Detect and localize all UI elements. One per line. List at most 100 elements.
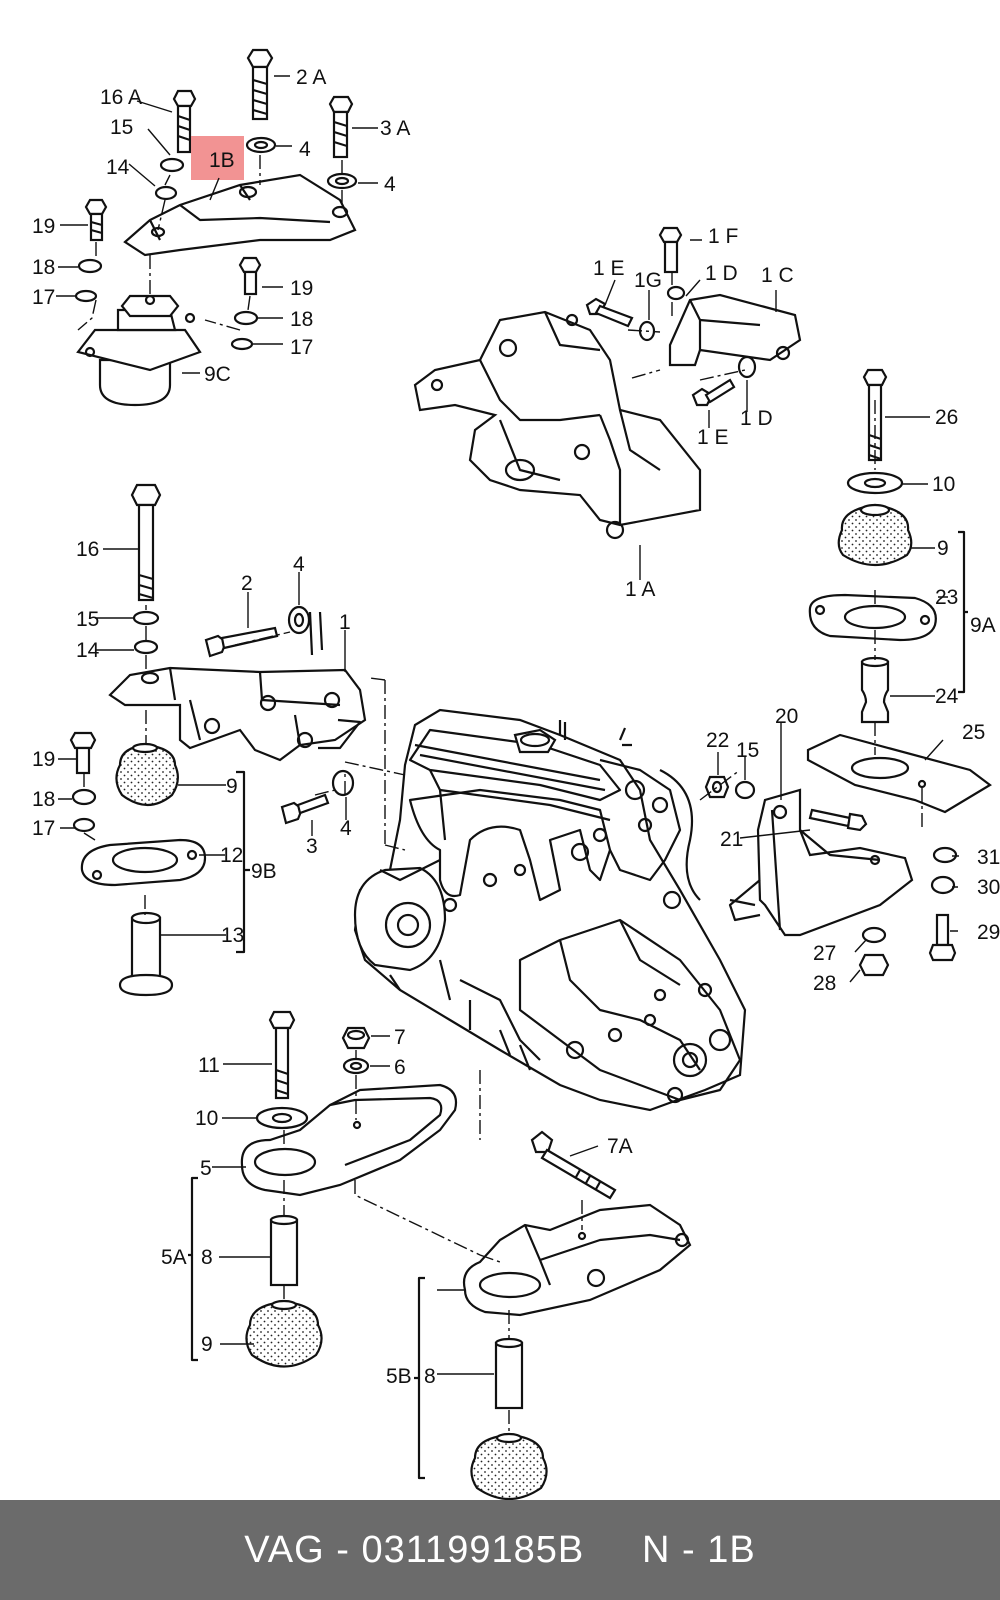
bolt-19-mid <box>69 731 97 775</box>
top-left-assembly <box>74 48 358 407</box>
engine-gearbox-assembly <box>344 708 747 1112</box>
sleeve-13 <box>118 911 174 997</box>
bracket-1a-assembly <box>413 226 802 540</box>
mount-plate-23 <box>808 593 937 642</box>
bracket-1a <box>413 310 702 527</box>
bracket-5b <box>462 1203 692 1317</box>
label-4-lower: 4 <box>340 817 352 840</box>
washer-17-right <box>230 337 254 351</box>
label-19-top-left: 19 <box>32 215 55 238</box>
bracket-1c <box>668 293 802 367</box>
bolt-3a <box>328 95 354 159</box>
lock-washer-18-left <box>77 258 103 274</box>
washer-10-bottom <box>255 1106 309 1130</box>
label-13: 13 <box>221 924 244 947</box>
bolt-21 <box>808 808 868 832</box>
label-1f: 1 F <box>708 225 738 248</box>
washer-6 <box>342 1057 370 1075</box>
washer-17-mid <box>72 817 96 833</box>
label-17-top-left: 17 <box>32 286 55 309</box>
label-5b: 5B <box>386 1365 412 1388</box>
label-12: 12 <box>220 844 243 867</box>
label-28: 28 <box>813 972 836 995</box>
label-7a: 7A <box>607 1135 633 1158</box>
label-15-mid: 15 <box>76 608 99 631</box>
label-27: 27 <box>813 942 836 965</box>
label-18-top-left: 18 <box>32 256 55 279</box>
label-10-bottom: 10 <box>195 1107 218 1130</box>
label-1d-lower: 1 D <box>740 407 773 430</box>
label-20: 20 <box>775 705 798 728</box>
label-15-top: 15 <box>110 116 133 139</box>
lock-washer-18-right <box>233 310 259 326</box>
bolt-19-right <box>238 256 262 296</box>
label-9a: 9A <box>970 614 996 637</box>
label-24: 24 <box>935 685 959 708</box>
highlight-box-1b <box>191 136 244 180</box>
mount-9a-assembly <box>704 368 992 977</box>
label-1c: 1 C <box>761 264 794 287</box>
label-14-top: 14 <box>106 156 130 179</box>
bolt-1f <box>658 226 683 274</box>
label-9-mid: 9 <box>226 775 238 798</box>
washer-1d-lower <box>737 355 757 379</box>
label-1b: 1B <box>209 149 235 172</box>
label-19-mid: 19 <box>32 748 55 771</box>
bracket-5 <box>240 1083 458 1197</box>
mount-5b-assembly <box>414 1070 692 1500</box>
lock-washer-15-right <box>734 780 756 800</box>
label-15-right: 15 <box>736 739 759 762</box>
label-18-mid: 18 <box>32 788 55 811</box>
label-4-top: 4 <box>299 138 311 161</box>
label-31: 31 <box>977 846 1000 869</box>
label-8-right: 8 <box>424 1365 436 1388</box>
nut-7 <box>341 1026 371 1050</box>
label-3: 3 <box>306 835 318 858</box>
label-23: 23 <box>935 586 958 609</box>
lock-washer-18-mid <box>71 788 97 806</box>
label-1d-upper: 1 D <box>705 262 738 285</box>
label-9b: 9B <box>251 860 277 883</box>
label-9-right: 9 <box>937 537 949 560</box>
washer-4-upper <box>245 136 277 154</box>
label-10-right: 10 <box>932 473 955 496</box>
bolt-7a <box>530 1130 617 1200</box>
rubber-mount-9-left <box>115 743 179 807</box>
lock-washer-15 <box>159 157 185 173</box>
mount-plate-12 <box>80 838 207 887</box>
label-19-top-right: 19 <box>290 277 313 300</box>
label-1a: 1 A <box>625 578 655 601</box>
part-number-text: VAG - 031199185B N - 1B <box>244 1528 756 1571</box>
lock-washer-30 <box>930 875 956 895</box>
bolt-16 <box>130 483 162 602</box>
bracket-1b <box>123 173 357 257</box>
label-9-bottom-left: 9 <box>201 1333 213 1356</box>
washer-1d-upper <box>666 285 686 301</box>
bracket-20 <box>756 788 914 937</box>
leader-lines <box>56 75 959 1375</box>
bolt-1e-lower <box>691 378 736 407</box>
label-18-top-right: 18 <box>290 308 313 331</box>
label-8-left: 8 <box>201 1246 213 1269</box>
bracket-1-assembly <box>69 483 386 997</box>
label-5: 5 <box>200 1157 212 1180</box>
bracket-plate-25 <box>806 733 992 814</box>
washer-27 <box>861 926 887 944</box>
washer-4-mid <box>287 605 311 635</box>
washer-10-right <box>846 471 904 495</box>
rubber-mount-9-bottom-left <box>245 1300 323 1368</box>
nut-22 <box>704 775 730 799</box>
label-21: 21 <box>720 828 743 851</box>
label-9c: 9C <box>204 363 231 386</box>
rubber-mount-9-bottom-right <box>470 1433 548 1500</box>
label-2a: 2 A <box>296 66 326 89</box>
label-16: 16 <box>76 538 99 561</box>
label-4-right: 4 <box>384 173 396 196</box>
label-1e-upper: 1 E <box>593 257 625 280</box>
mount-5a-assembly <box>188 1010 481 1368</box>
callout-labels: 16 A 2 A 3 A 15 4 4 14 1B 19 18 17 19 18… <box>32 66 1000 1388</box>
exploded-view-drawing: 16 A 2 A 3 A 15 4 4 14 1B 19 18 17 19 18… <box>32 48 1000 1500</box>
part-number-footer: VAG - 031199185B N - 1B <box>0 1500 1000 1600</box>
label-1e-lower: 1 E <box>697 426 729 449</box>
washer-4-right <box>326 172 358 190</box>
